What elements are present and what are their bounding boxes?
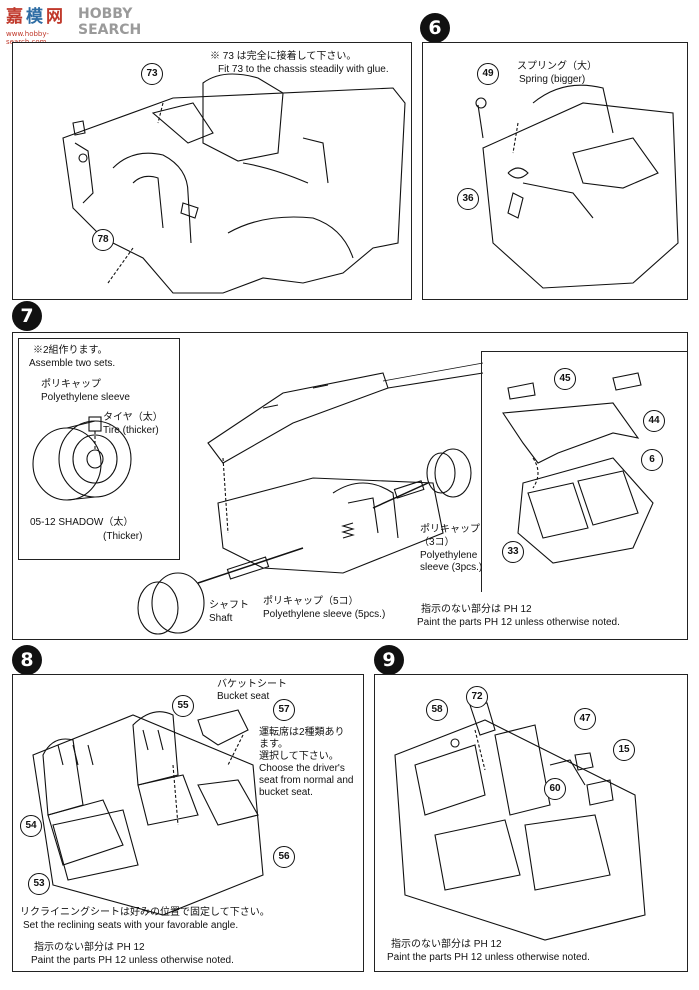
- choose-seat-jp-3: 選択して下さい。: [259, 751, 339, 762]
- step-7-badge: 7: [12, 301, 42, 331]
- step-5-panel: ※ 73 は完全に接着して下さい。 Fit 73 to the chassis …: [12, 42, 412, 300]
- spring-label-jp: スプリング（大）: [517, 61, 597, 72]
- choose-seat-jp-1: 運転席は2種類あり: [259, 727, 345, 738]
- part-6-callout: 6: [641, 449, 663, 471]
- part-47-callout: 47: [574, 708, 596, 730]
- part-73-callout: 73: [141, 63, 163, 85]
- watermark-site-label: HOBBY SEARCH: [78, 6, 142, 38]
- part-58-callout: 58: [426, 699, 448, 721]
- step-6-panel: スプリング（大） Spring (bigger) 49 36: [422, 42, 688, 300]
- part-54-callout: 54: [20, 815, 42, 837]
- choose-seat-jp-2: ます。: [259, 739, 288, 750]
- wheel-label-en: (Thicker): [103, 531, 143, 542]
- part-78-callout: 78: [92, 229, 114, 251]
- part-33-callout: 33: [502, 541, 524, 563]
- polycap-label-jp: ポリキャップ: [41, 379, 101, 390]
- inset-note-en: Assemble two sets.: [29, 358, 116, 369]
- polycap3-label-jp: ポリキャップ: [420, 524, 480, 535]
- step-5-note-en: Fit 73 to the chassis steadily with glue…: [218, 64, 389, 75]
- step-9-paint-en: Paint the parts PH 12 unless otherwise n…: [387, 952, 590, 963]
- bucket-seat-label-jp: バケットシート: [217, 679, 287, 690]
- part-15-callout: 15: [613, 739, 635, 761]
- polycap3-count: （3コ）: [419, 537, 455, 548]
- step-6-badge: 6: [420, 13, 450, 43]
- tire-label-en: Tire (thicker): [103, 425, 159, 436]
- polycap5-label-jp: ポリキャップ（5コ）: [263, 596, 359, 607]
- step-8-paint-jp: 指示のない部分は PH 12: [34, 942, 145, 953]
- choose-seat-en-3: bucket seat.: [259, 787, 313, 798]
- part-55-callout: 55: [172, 695, 194, 717]
- step-9-badge: 9: [374, 645, 404, 675]
- recline-note-jp: リクライニングシートは好みの位置で固定して下さい。: [20, 907, 270, 918]
- recline-note-en: Set the reclining seats with your favora…: [23, 920, 239, 931]
- watermark-logo-icon: 嘉 模 网: [5, 6, 63, 27]
- front-seats-illustration: [32, 709, 264, 916]
- part-45-callout: 45: [554, 368, 576, 390]
- polycap3-label-en1: Polyethylene: [420, 550, 478, 561]
- svg-text:网: 网: [46, 7, 63, 27]
- step-9-panel: 58 72 47 15 60 指示のない部分は PH 12 Paint the …: [374, 674, 688, 972]
- bucket-seat-label-en: Bucket seat: [217, 691, 270, 702]
- part-56-callout: 56: [273, 846, 295, 868]
- polycap5-label-en: Polyethylene sleeve (5pcs.): [263, 609, 386, 620]
- step-8-badge: 8: [12, 645, 42, 675]
- interior-illustration: [394, 702, 646, 941]
- choose-seat-en-1: Choose the driver's: [259, 763, 345, 774]
- inset-note-jp: ※2組作ります。: [33, 345, 108, 356]
- drivetrain-illustration: [137, 362, 654, 635]
- chassis-illustration: [62, 73, 406, 294]
- part-53-callout: 53: [28, 873, 50, 895]
- svg-text:嘉: 嘉: [5, 6, 23, 27]
- step-9-paint-jp: 指示のない部分は PH 12: [391, 939, 502, 950]
- wheel-label-jp: 05-12 SHADOW（太）: [30, 517, 134, 528]
- polycap-label-en: Polyethylene sleeve: [41, 392, 130, 403]
- part-72-callout: 72: [466, 686, 488, 708]
- choose-seat-en-2: seat from normal and: [259, 775, 354, 786]
- spring-assembly-illustration: [475, 84, 679, 289]
- step-7-panel: ※2組作ります。 Assemble two sets. ポリキャップ Polye…: [12, 332, 688, 640]
- part-60-callout: 60: [544, 778, 566, 800]
- polycap3-label-en2: sleeve (3pcs.): [420, 562, 483, 573]
- part-44-callout: 44: [643, 410, 665, 432]
- part-36-callout: 36: [457, 188, 479, 210]
- step-8-panel: バケットシート Bucket seat 運転席は2種類あり ます。 選択して下さ…: [12, 674, 364, 972]
- part-57-callout: 57: [273, 699, 295, 721]
- part-49-callout: 49: [477, 63, 499, 85]
- step-5-note-jp: ※ 73 は完全に接着して下さい。: [210, 51, 357, 62]
- tire-wheel-illustration: [32, 416, 132, 501]
- step-7-paint-jp: 指示のない部分は PH 12: [421, 604, 532, 615]
- svg-text:模: 模: [26, 6, 44, 27]
- tire-label-jp: タイヤ（太）: [103, 412, 163, 423]
- rear-seat-inset-box: [481, 351, 688, 592]
- spring-label-en: Spring (bigger): [519, 74, 586, 85]
- shaft-label-jp: シャフト: [209, 600, 249, 611]
- shaft-label-en: Shaft: [209, 613, 233, 624]
- wheel-inset-box: ※2組作ります。 Assemble two sets. ポリキャップ Polye…: [18, 338, 180, 560]
- step-7-paint-en: Paint the parts PH 12 unless otherwise n…: [417, 617, 620, 628]
- step-8-paint-en: Paint the parts PH 12 unless otherwise n…: [31, 955, 234, 966]
